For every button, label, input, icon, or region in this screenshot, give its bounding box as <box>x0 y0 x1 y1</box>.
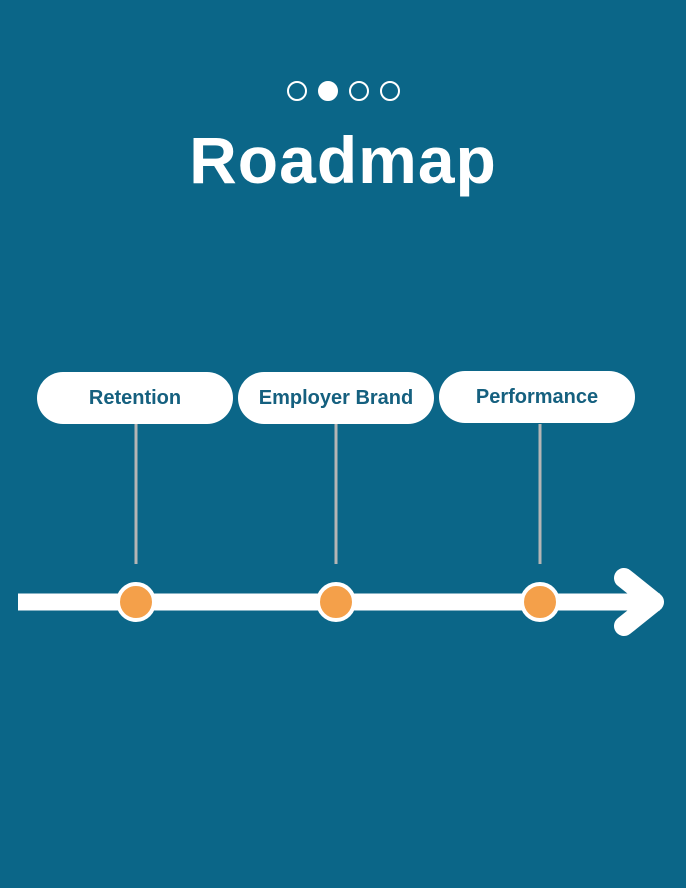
pager-dot-3[interactable] <box>348 81 369 101</box>
page-title: Roadmap <box>189 123 497 197</box>
pager-dot-1[interactable] <box>286 81 307 101</box>
milestone-label-performance: Performance <box>439 371 635 423</box>
milestone-marker-retention <box>116 582 156 622</box>
pager-dot-4[interactable] <box>379 81 400 101</box>
milestone-label-employer-brand: Employer Brand <box>238 372 434 424</box>
milestone-marker-employer-brand <box>316 582 356 622</box>
slide-pager <box>0 81 686 101</box>
arrow-right-icon <box>614 568 664 636</box>
milestone-marker-performance <box>520 582 560 622</box>
pager-dot-2-active[interactable] <box>317 81 338 101</box>
milestone-label-retention: Retention <box>37 372 233 424</box>
